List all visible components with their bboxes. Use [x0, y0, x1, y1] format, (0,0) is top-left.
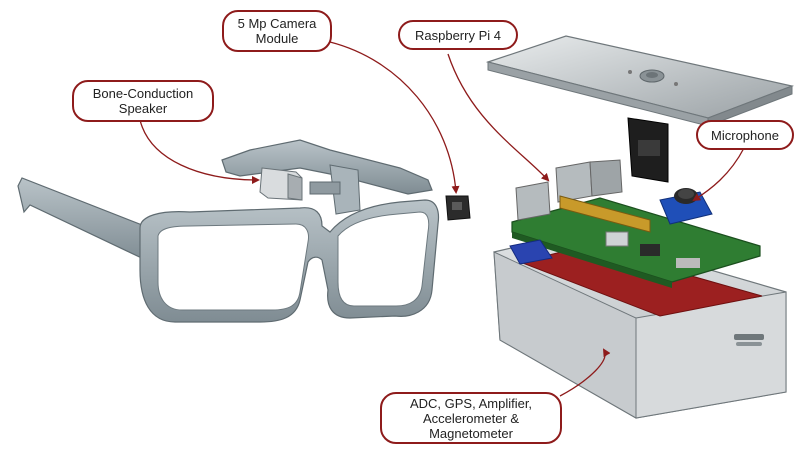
- label-bone-conduction-speaker-line-1: Bone-Conduction: [92, 86, 194, 101]
- label-camera-module-line-1: 5 Mp Camera: [237, 16, 317, 31]
- arrow-raspberry-pi: [447, 53, 550, 182]
- label-bone-conduction-speaker-line-2: Speaker: [118, 101, 168, 116]
- enclosure-lid: [485, 35, 795, 183]
- leader-arrows: [139, 41, 745, 397]
- label-microphone-line-1: Microphone: [711, 127, 779, 143]
- label-bone-conduction-speaker: Bone-Conduction Speaker: [72, 80, 214, 122]
- glasses-frame: [17, 139, 440, 323]
- camera-module-part: [445, 195, 471, 221]
- arrow-microphone: [692, 147, 745, 202]
- enclosure-box: [493, 231, 787, 419]
- label-raspberry-pi: Raspberry Pi 4: [398, 20, 518, 50]
- label-camera-module-line-2: Module: [255, 31, 299, 46]
- bone-conduction-speaker-part: [259, 167, 303, 201]
- label-sensors-line-1: ADC, GPS, Amplifier,: [409, 395, 533, 411]
- label-sensors-line-3: Magnetometer: [429, 425, 513, 441]
- label-camera-module: 5 Mp Camera Module: [222, 10, 332, 52]
- arrow-camera: [329, 41, 460, 194]
- label-sensors-line-2: Accelerometer &: [422, 410, 520, 426]
- arrow-sensors: [559, 348, 611, 397]
- label-raspberry-pi-line-1: Raspberry Pi 4: [415, 27, 501, 43]
- label-sensors: ADC, GPS, Amplifier, Accelerometer & Mag…: [380, 392, 562, 444]
- raspberry-pi-board: [509, 159, 761, 288]
- label-microphone: Microphone: [696, 120, 794, 150]
- arrow-speaker: [139, 119, 260, 184]
